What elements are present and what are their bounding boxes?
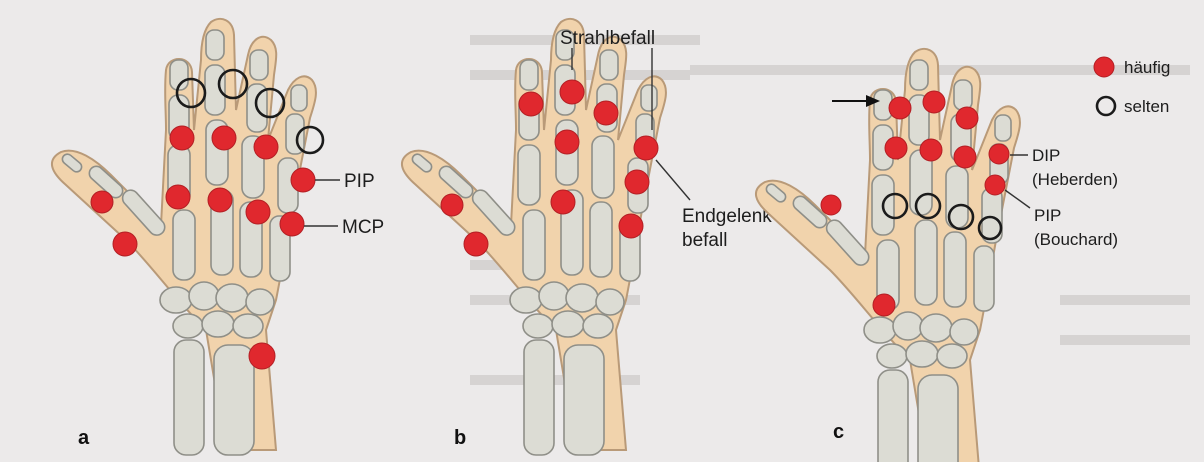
frequent-marker [113, 232, 137, 256]
frequent-marker [519, 92, 543, 116]
legend-selten: selten [1124, 97, 1169, 116]
frequent-marker [441, 194, 463, 216]
frequent-marker [280, 212, 304, 236]
frequent-marker [249, 343, 275, 369]
frequent-marker [208, 188, 232, 212]
frequent-marker [885, 137, 907, 159]
label-bouchard: (Bouchard) [1034, 230, 1118, 249]
label-pip-a: PIP [344, 171, 375, 192]
frequent-marker [920, 139, 942, 161]
frequent-marker [246, 200, 270, 224]
frequent-marker [634, 136, 658, 160]
legend: häufig selten [1094, 57, 1170, 116]
panel-b: Strahlbefall Endgelenk- befall b [402, 19, 778, 455]
legend-haeufig: häufig [1124, 58, 1170, 77]
frequent-marker [551, 190, 575, 214]
frequent-marker [254, 135, 278, 159]
label-strahlbefall: Strahlbefall [560, 28, 655, 49]
panel-letter-b: b [454, 427, 466, 449]
label-pip-c: PIP [1034, 206, 1061, 225]
frequent-marker [594, 101, 618, 125]
frequent-marker [170, 126, 194, 150]
legend-frequent-dot [1094, 57, 1114, 77]
legend-rare-ring [1097, 97, 1115, 115]
frequent-marker [619, 214, 643, 238]
label-heberden: (Heberden) [1032, 170, 1118, 189]
frequent-marker [555, 130, 579, 154]
frequent-marker [625, 170, 649, 194]
frequent-marker [212, 126, 236, 150]
panel-letter-a: a [78, 427, 90, 449]
frequent-marker [821, 195, 841, 215]
frequent-marker [985, 175, 1005, 195]
frequent-marker [873, 294, 895, 316]
frequent-marker [560, 80, 584, 104]
frequent-marker [989, 144, 1009, 164]
frequent-marker [923, 91, 945, 113]
frequent-marker [956, 107, 978, 129]
label-mcp-a: MCP [342, 217, 384, 238]
frequent-marker [91, 191, 113, 213]
frequent-marker [954, 146, 976, 168]
panel-c: DIP (Heberden) PIP (Bouchard) c [756, 49, 1118, 462]
label-endgelenk-2: befall [682, 230, 727, 251]
frequent-marker [464, 232, 488, 256]
hand-illustration-c [756, 49, 1020, 462]
frequent-marker [166, 185, 190, 209]
panel-letter-c: c [833, 421, 844, 443]
label-dip: DIP [1032, 146, 1060, 165]
endgelenk-leader [656, 160, 690, 200]
frequent-marker [291, 168, 315, 192]
panel-a: PIP MCP a [52, 19, 384, 455]
hand-illustration-a [52, 19, 316, 455]
frequent-marker [889, 97, 911, 119]
pip-leader-c [1005, 190, 1030, 208]
